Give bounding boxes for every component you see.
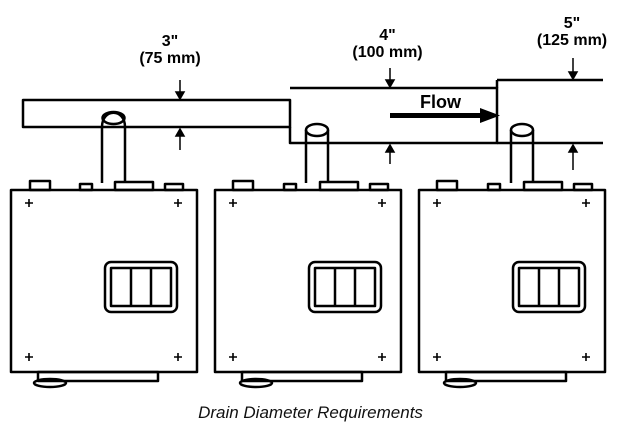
label-5in-mm: (125 mm) [536, 32, 608, 49]
riser-middle [304, 122, 330, 183]
dimension-arrows [174, 58, 579, 170]
unit-right [417, 179, 607, 389]
label-3in-inches: 3" [161, 33, 179, 50]
label-3in: 3" (75 mm) [135, 33, 205, 67]
pipe-5in [495, 78, 603, 145]
diagram-caption: Drain Diameter Requirements [198, 403, 423, 422]
pipe-3in [21, 98, 292, 129]
flow-label: Flow [420, 92, 461, 112]
label-5in: 5" (125 mm) [523, 15, 621, 49]
label-4in-inches: 4" [379, 27, 396, 44]
label-4in-mm: (100 mm) [352, 44, 423, 61]
label-4in: 4" (100 mm) [340, 27, 435, 61]
label-5in-inches: 5" [563, 15, 581, 32]
unit-middle [213, 179, 403, 389]
unit-left [9, 179, 199, 389]
label-3in-mm: (75 mm) [139, 50, 201, 67]
flow-arrow [390, 108, 500, 123]
riser-left [100, 110, 127, 183]
unit-crosses [25, 199, 590, 361]
riser-right [509, 122, 535, 183]
